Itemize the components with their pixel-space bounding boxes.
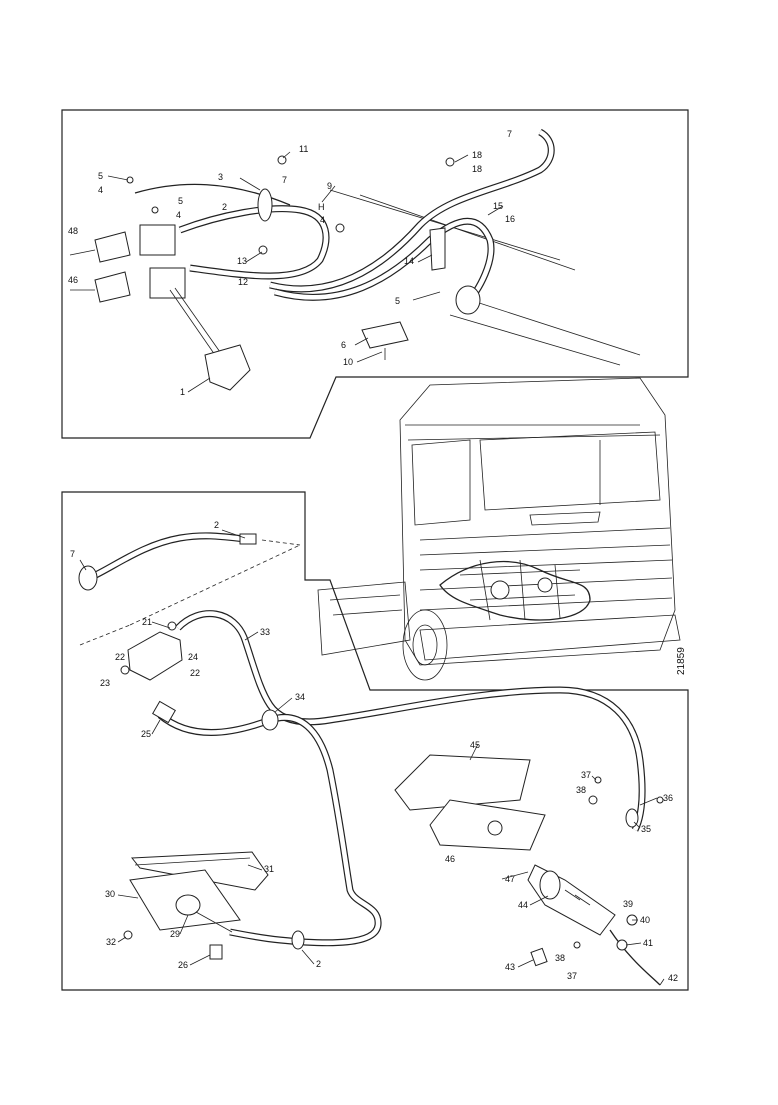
callout-top-10: 10: [343, 357, 353, 367]
middle-assembly-drawing: [78, 532, 646, 950]
callout-mid-25: 25: [141, 729, 151, 739]
callout-br-43: 43: [505, 962, 515, 972]
middle-callout-labels: 2 7 21 33 22 24 22 23 34 25: [70, 520, 305, 739]
callout-mid-34: 34: [295, 692, 305, 702]
callout-br-46: 46: [445, 854, 455, 864]
callout-mid-21: 21: [142, 617, 152, 627]
callout-br-45: 45: [470, 740, 480, 750]
callout-top-11: 11: [299, 144, 308, 154]
callout-top-48: 48: [68, 226, 78, 236]
bottom-right-assembly-drawing: [394, 754, 664, 986]
callout-bl-29: 29: [170, 929, 180, 939]
callout-mid-33: 33: [260, 627, 270, 637]
callout-bl-30: 30: [105, 889, 115, 899]
bottom-left-assembly-drawing: [123, 851, 269, 960]
callout-br-38b: 38: [555, 953, 565, 963]
callout-br-42: 42: [668, 973, 678, 983]
top-detail-frame: [61, 109, 689, 439]
callout-top-18a: 18: [472, 150, 482, 160]
callout-top-1: 1: [180, 387, 185, 397]
callout-top-4a: 4: [98, 185, 103, 195]
callout-br-38a: 38: [576, 785, 586, 795]
callout-mid-22: 22: [115, 652, 125, 662]
callout-mid-2: 2: [214, 520, 219, 530]
callout-top-H: H: [318, 202, 325, 212]
top-callout-labels: 7 11 18 5 3 18 7 9 4 5 15 2 H 4 16 4 48 …: [68, 129, 515, 397]
callout-top-13: 13: [237, 256, 247, 266]
callout-br-37b: 37: [567, 971, 577, 981]
callout-br-40: 40: [640, 915, 650, 925]
callout-mid-22b: 22: [190, 668, 200, 678]
callout-top-14: 14: [404, 256, 414, 266]
callout-top-7a: 7: [507, 129, 512, 139]
top-assembly-drawing: [69, 128, 641, 391]
drawing-reference-code: 21859: [676, 647, 687, 675]
callout-bl-26: 26: [178, 960, 188, 970]
callout-top-18b: 18: [472, 164, 482, 174]
callout-br-41: 41: [643, 938, 653, 948]
callout-bl-2: 2: [316, 959, 321, 969]
callout-bl-31: 31: [264, 864, 274, 874]
callout-top-12: 12: [238, 277, 248, 287]
callout-top-7b: 7: [282, 175, 287, 185]
callout-top-16: 16: [505, 214, 515, 224]
callout-top-4c: 4: [320, 215, 325, 225]
bottom-left-callout-labels: 31 30 29 32 26 2: [105, 864, 321, 970]
callout-mid-7: 7: [70, 549, 75, 559]
callout-br-39: 39: [623, 899, 633, 909]
callout-top-5a: 5: [98, 171, 103, 181]
callout-mid-23: 23: [100, 678, 110, 688]
callout-top-5b: 5: [178, 196, 183, 206]
bottom-right-callout-labels: 45 37 38 36 35 46 47 39 44 40 41 38 43 3…: [445, 740, 678, 986]
callout-br-37a: 37: [581, 770, 591, 780]
callout-top-9: 9: [327, 181, 332, 191]
callout-top-6: 6: [341, 340, 346, 350]
truck-cab-illustration: [317, 377, 681, 681]
callout-top-3: 3: [218, 172, 223, 182]
callout-br-47: 47: [505, 874, 515, 884]
callout-top-46: 46: [68, 275, 78, 285]
callout-mid-24: 24: [188, 652, 198, 662]
callout-br-36: 36: [663, 793, 673, 803]
callout-top-4b: 4: [176, 210, 181, 220]
callout-br-44: 44: [518, 900, 528, 910]
callout-bl-32: 32: [106, 937, 116, 947]
callout-top-15: 15: [493, 201, 503, 211]
callout-br-35: 35: [641, 824, 651, 834]
callout-top-5c: 5: [395, 296, 400, 306]
callout-top-2: 2: [222, 202, 227, 212]
bottom-detail-frame: [61, 491, 689, 991]
